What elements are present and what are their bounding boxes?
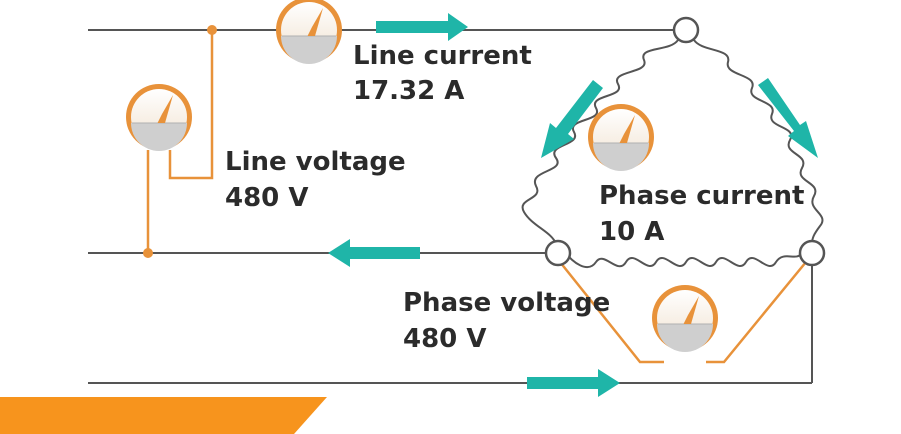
accent-band xyxy=(0,397,327,434)
bottom-coil xyxy=(565,252,803,268)
analog-meter-icon xyxy=(275,0,343,65)
right-terminal xyxy=(798,239,826,267)
top-terminal xyxy=(672,16,700,44)
line-voltage-value: 480 V xyxy=(225,183,308,213)
meter-leads xyxy=(146,30,807,364)
top-right-arrow xyxy=(376,13,468,41)
phase-current-value: 10 A xyxy=(599,217,664,247)
analog-meter-icon xyxy=(587,103,655,172)
phase-voltage-lead-left xyxy=(559,261,664,364)
phase-voltage-title: Phase voltage xyxy=(403,288,610,318)
line-voltage-title: Line voltage xyxy=(225,147,406,177)
delta-terminals xyxy=(544,16,826,267)
diagonal-right-arrow xyxy=(758,78,818,158)
line-voltage-lead-right xyxy=(168,30,214,180)
top-junction-dot xyxy=(207,25,217,35)
bottom-junction-dot xyxy=(143,248,153,258)
diagonal-left-arrow xyxy=(541,80,603,158)
analog-meter-icon xyxy=(125,83,193,152)
phase-current-title: Phase current xyxy=(599,181,804,211)
analog-meter-icon xyxy=(651,284,719,353)
phase-voltage-value: 480 V xyxy=(403,324,486,354)
line-current-value: 17.32 A xyxy=(353,76,464,106)
left-coil xyxy=(521,39,679,245)
bottom-right-arrow xyxy=(527,369,620,397)
left-terminal xyxy=(544,239,572,267)
line-current-title: Line current xyxy=(353,41,532,71)
right-coil xyxy=(693,39,824,245)
phase-voltage-lead-right xyxy=(706,261,807,364)
flow-arrow-icon xyxy=(328,13,818,397)
coil-winding-icon xyxy=(521,39,824,268)
middle-left-arrow xyxy=(328,239,420,267)
